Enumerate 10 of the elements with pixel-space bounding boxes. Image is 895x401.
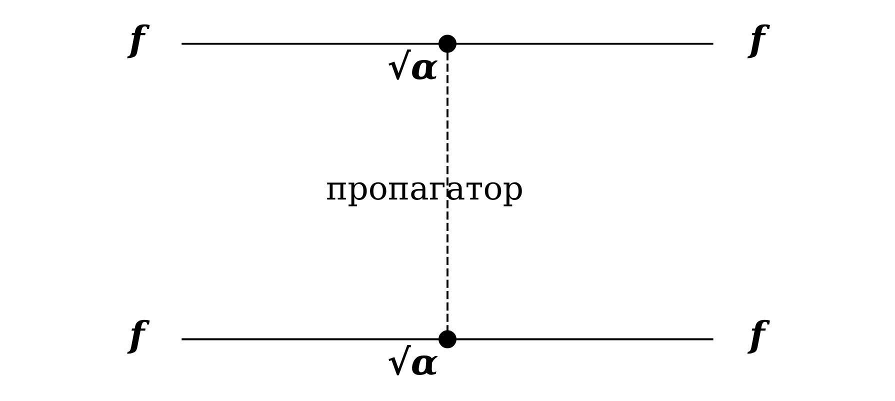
node-label: √α (387, 341, 438, 384)
node-label: √α (387, 46, 438, 88)
edge-label: пропагатор (326, 170, 524, 208)
node-circle (438, 34, 456, 53)
connector (182, 42, 439, 45)
node-circle (438, 330, 456, 348)
connector (456, 338, 714, 340)
connector (446, 52, 448, 331)
connector (456, 42, 714, 45)
connector (182, 338, 439, 340)
